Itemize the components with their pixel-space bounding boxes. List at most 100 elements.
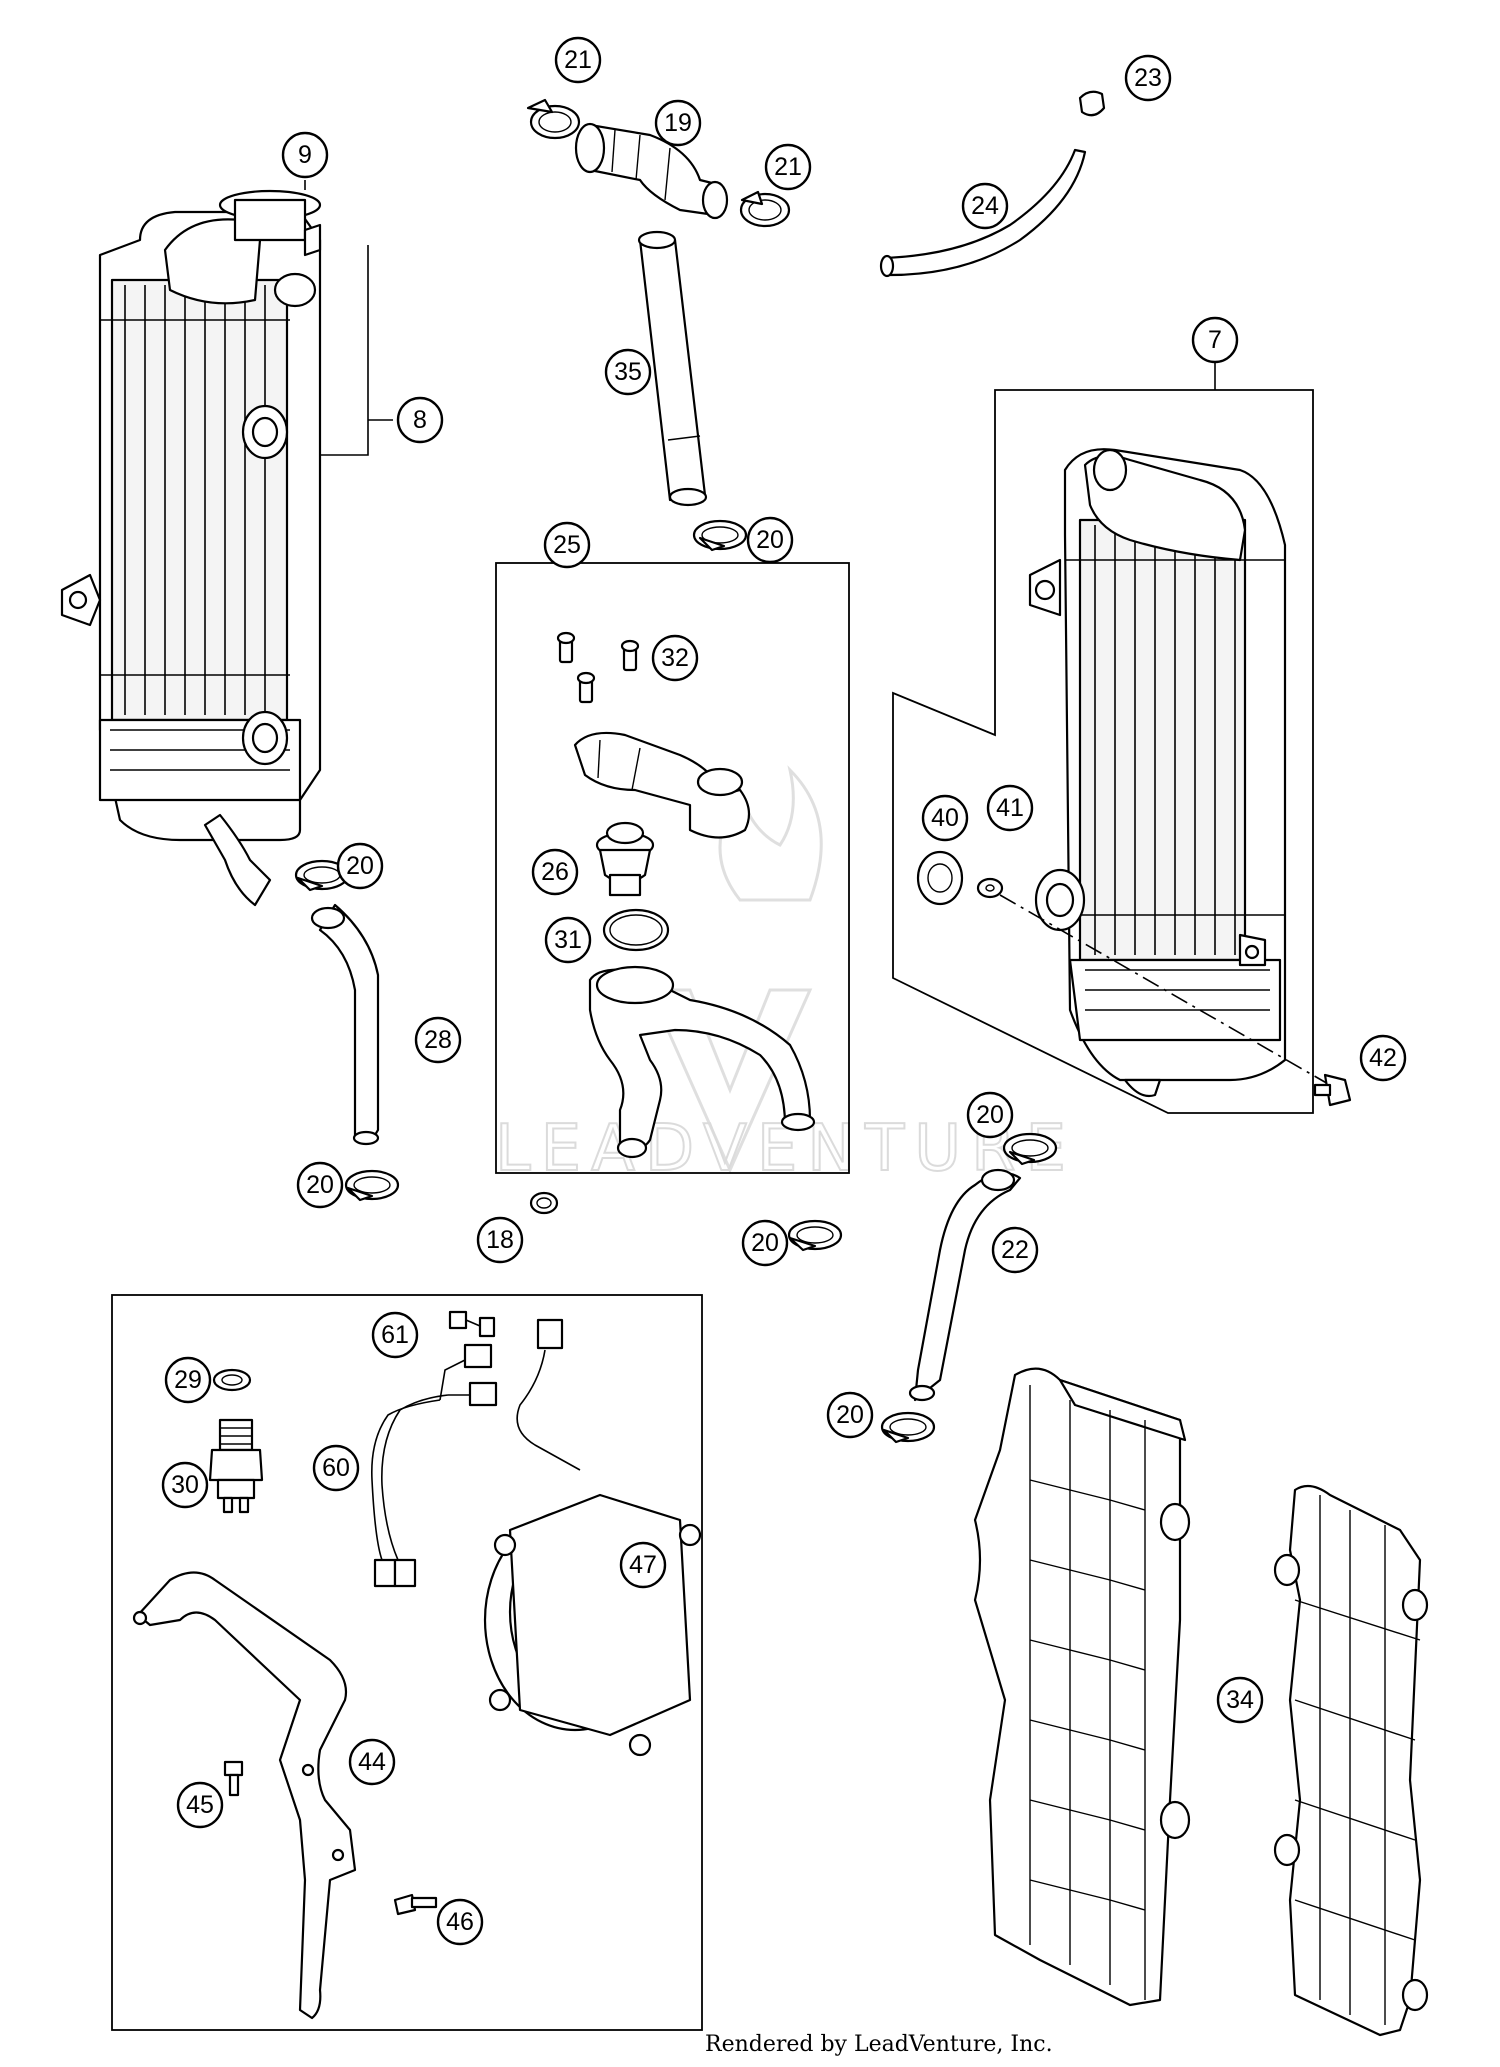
- svg-text:25: 25: [553, 531, 581, 559]
- svg-text:20: 20: [756, 526, 784, 554]
- svg-text:46: 46: [446, 1908, 474, 1936]
- callout-60: 60: [312, 1444, 360, 1492]
- callout-25: 25: [543, 521, 591, 569]
- callout-34: 34: [1216, 1676, 1264, 1724]
- callout-20-mid: 20: [741, 1219, 789, 1267]
- bolt-axis-line: [999, 894, 1331, 1086]
- callout-21-left: 21: [554, 36, 602, 84]
- bolt-42: [1313, 1073, 1352, 1107]
- svg-text:18: 18: [486, 1226, 514, 1254]
- callout-30: 30: [161, 1461, 209, 1509]
- o-ring-31: [602, 908, 670, 952]
- callout-8: 8: [396, 396, 444, 444]
- callout-7: 7: [1191, 316, 1239, 364]
- callout-23: 23: [1124, 54, 1172, 102]
- thermostat-housing: [588, 965, 816, 1159]
- hose-clamp-21-left: [526, 98, 581, 140]
- callout-46: 46: [436, 1898, 484, 1946]
- hose-clamp-21-right: [739, 190, 791, 228]
- callout-28: 28: [414, 1016, 462, 1064]
- radiator-guard-34-rear: [1273, 1484, 1429, 2037]
- callout-45: 45: [176, 1781, 224, 1829]
- hose-22: [908, 1168, 1022, 1402]
- hose-24: [879, 148, 1087, 278]
- wiring-harness-60: [371, 1343, 498, 1588]
- svg-text:26: 26: [541, 858, 569, 886]
- svg-text:21: 21: [564, 46, 592, 74]
- svg-text:34: 34: [1226, 1686, 1254, 1714]
- clamp-18: [529, 1191, 559, 1215]
- hose-clamp-20-mid: [787, 1219, 843, 1252]
- callout-20-upper-left: 20: [336, 842, 384, 890]
- svg-text:41: 41: [996, 794, 1024, 822]
- svg-text:30: 30: [171, 1471, 199, 1499]
- svg-text:60: 60: [322, 1454, 350, 1482]
- clamp-23: [1078, 90, 1106, 117]
- callout-42: 42: [1359, 1034, 1407, 1082]
- callout-22: 22: [991, 1226, 1039, 1274]
- svg-text:40: 40: [931, 804, 959, 832]
- svg-text:47: 47: [629, 1551, 657, 1579]
- washer-41: [976, 877, 1004, 899]
- callout-40: 40: [921, 794, 969, 842]
- grommet-40: [916, 850, 964, 906]
- svg-text:24: 24: [971, 192, 999, 220]
- thermostat-26: [595, 821, 655, 897]
- radiator-guard-34-front: [973, 1367, 1191, 2007]
- callout-20-upper-right: 20: [966, 1091, 1014, 1139]
- fan-47: [483, 1318, 702, 1757]
- callout-47: 47: [619, 1541, 667, 1589]
- right-radiator-box: [892, 389, 1314, 1114]
- callout-24: 24: [961, 182, 1009, 230]
- screws-32: [556, 631, 640, 704]
- screw-45: [223, 1760, 244, 1797]
- svg-text:20: 20: [751, 1229, 779, 1257]
- svg-text:31: 31: [554, 926, 582, 954]
- callout-35: 35: [604, 348, 652, 396]
- callout-41: 41: [986, 784, 1034, 832]
- temperature-switch-30: [208, 1418, 264, 1514]
- svg-text:20: 20: [976, 1101, 1004, 1129]
- hose-28: [310, 903, 380, 1146]
- svg-text:32: 32: [661, 644, 689, 672]
- svg-text:42: 42: [1369, 1044, 1397, 1072]
- callout-61: 61: [371, 1311, 419, 1359]
- callout-32: 32: [651, 634, 699, 682]
- hose-clamp-20-lower-right: [880, 1411, 936, 1444]
- svg-text:7: 7: [1208, 326, 1222, 354]
- thermostat-cover: [573, 731, 751, 839]
- svg-text:23: 23: [1134, 64, 1162, 92]
- left-radiator: [60, 189, 322, 907]
- svg-text:9: 9: [298, 141, 312, 169]
- svg-text:29: 29: [174, 1366, 202, 1394]
- connector-61: [448, 1310, 496, 1338]
- svg-text:22: 22: [1001, 1236, 1029, 1264]
- hose-clamp-20-top: [692, 519, 748, 552]
- washer-29: [212, 1368, 252, 1392]
- svg-text:61: 61: [381, 1321, 409, 1349]
- svg-text:20: 20: [346, 852, 374, 880]
- fan-kit-box: [111, 1294, 703, 2031]
- svg-text:20: 20: [836, 1401, 864, 1429]
- callout-19: 19: [654, 99, 702, 147]
- bracket-44: [132, 1571, 357, 2020]
- svg-text:44: 44: [358, 1748, 386, 1776]
- hose-35: [637, 230, 708, 507]
- callout-20-lower-right: 20: [826, 1391, 874, 1439]
- rivet-46: [393, 1893, 438, 1916]
- callout-31: 31: [544, 916, 592, 964]
- svg-text:19: 19: [664, 109, 692, 137]
- render-credit: Rendered by LeadVenture, Inc.: [705, 2032, 1053, 2057]
- hose-clamp-20-upper-right: [1002, 1132, 1058, 1166]
- coupler-19: [574, 122, 729, 220]
- callout-18: 18: [476, 1216, 524, 1264]
- callout-20-lower-left: 20: [296, 1161, 344, 1209]
- svg-text:28: 28: [424, 1026, 452, 1054]
- svg-text:8: 8: [413, 406, 427, 434]
- svg-text:45: 45: [186, 1791, 214, 1819]
- svg-text:20: 20: [306, 1171, 334, 1199]
- callout-20-top: 20: [746, 516, 794, 564]
- callout-29: 29: [164, 1356, 212, 1404]
- callout-9: 9: [281, 131, 329, 179]
